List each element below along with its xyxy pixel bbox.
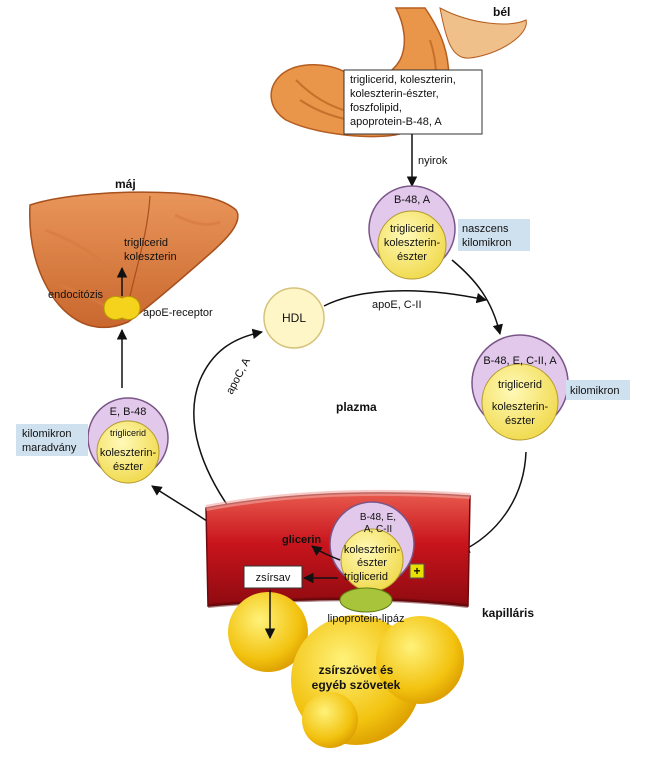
lymph-label: nyirok <box>418 155 448 167</box>
endocytosis-label: endocitózis <box>48 289 104 301</box>
fatty-acid-label: zsírsav <box>256 572 291 584</box>
chylomicron-line1: triglicerid <box>498 379 542 391</box>
remnant-label-line1: kilomikron <box>22 428 72 440</box>
liver-content-line2: koleszterin <box>124 251 177 263</box>
apoe-cii-label: apoE, C-II <box>372 299 422 311</box>
nascent-chylomicron <box>368 185 456 280</box>
plasma-label: plazma <box>336 400 377 414</box>
intestine-box-line2: koleszterin-észter, <box>350 88 439 100</box>
capillary-line3: triglicerid <box>344 571 388 583</box>
chylomicron-line3: észter <box>505 415 535 427</box>
intestine-box-line3: foszfolipid, <box>350 102 402 114</box>
intestine-label: bél <box>493 5 510 19</box>
apoc-a-return-arrow <box>193 328 264 521</box>
hdl-label: HDL <box>282 311 306 325</box>
liver-illustration <box>28 191 239 329</box>
capillary-apo-line1: B-48, E, <box>360 512 396 523</box>
nascent-to-chylomicron-arrow <box>451 259 503 336</box>
glycerol-arrow <box>311 545 341 561</box>
chylomicron <box>471 334 569 441</box>
nascent-line1: triglicerid <box>390 223 434 235</box>
chylomicron-to-capillary-arrow <box>459 451 527 553</box>
capillary-chylomicron <box>329 501 415 592</box>
nascent-label-line2: kilomikron <box>462 237 512 249</box>
hdl-particle <box>263 287 325 349</box>
chylomicron-line2: koleszterin- <box>492 401 549 413</box>
plus-box <box>409 563 425 579</box>
intestine-content-box <box>343 69 483 135</box>
liver-label: máj <box>115 177 136 191</box>
apoe-cii-transfer-arrow <box>323 290 488 307</box>
nascent-label-box <box>458 219 530 251</box>
lipoprotein-lipase-label: lipoprotein-lipáz <box>327 613 404 625</box>
chylomicron-apo-label: B-48, E, C-II, A <box>483 355 557 367</box>
remnant-apo-label: E, B-48 <box>110 406 147 418</box>
adipose-label-line1: zsírszövet és <box>319 663 394 677</box>
capillary-label: kapilláris <box>482 606 534 620</box>
chylomicron-remnant <box>87 397 169 484</box>
remnant-line3: észter <box>113 461 143 473</box>
apoc-a-label: apoC, A <box>224 356 253 397</box>
nascent-label-line1: naszcens <box>462 223 509 235</box>
nascent-apo-label: B-48, A <box>394 194 431 206</box>
liver-content-line1: triglicerid <box>124 237 168 249</box>
apoe-receptor-shape <box>103 295 141 321</box>
remnant-line1: triglicerid <box>110 428 146 438</box>
capillary-apo-line2: A, C-II <box>364 524 392 535</box>
plus-sign: + <box>413 564 420 578</box>
remnant-line2: koleszterin- <box>100 447 157 459</box>
chylomicron-label-box <box>566 380 630 400</box>
glycerol-label: glicerin <box>282 534 321 546</box>
apoe-receptor-label: apoE-receptor <box>143 307 213 319</box>
fatty-acid-box <box>243 565 303 589</box>
intestine-box-line4: apoprotein-B-48, A <box>350 116 442 128</box>
capillary-line1: koleszterin- <box>344 544 401 556</box>
intestine-box-line1: triglicerid, koleszterin, <box>350 74 456 86</box>
adipose-label-line2: egyéb szövetek <box>312 678 401 692</box>
lipoprotein-lipase-shape <box>339 587 393 613</box>
nascent-line3: észter <box>397 251 427 263</box>
capillary-line2: észter <box>357 557 387 569</box>
remnant-label-box <box>16 424 88 456</box>
remnant-label-line2: maradvány <box>22 442 77 454</box>
nascent-line2: koleszterin- <box>384 237 441 249</box>
chylomicron-label: kilomikron <box>570 385 620 397</box>
